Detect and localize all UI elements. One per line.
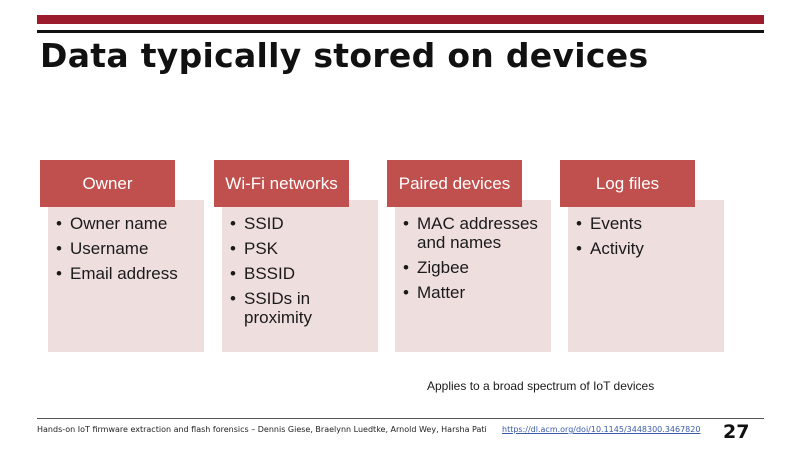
category-body: SSID PSK BSSID SSIDs in proximity <box>222 200 378 352</box>
category-body: MAC addresses and names Zigbee Matter <box>395 200 551 352</box>
list-item: Username <box>56 239 196 258</box>
list-item: SSIDs in proximity <box>230 289 370 327</box>
applicability-note: Applies to a broad spectrum of IoT devic… <box>427 379 655 393</box>
list-item: Owner name <box>56 214 196 233</box>
footer-rule <box>37 418 764 419</box>
title-rule <box>37 30 764 33</box>
category-header: Log files <box>560 160 695 207</box>
list-item: Email address <box>56 264 196 283</box>
category-header: Wi-Fi networks <box>214 160 349 207</box>
slide-title: Data typically stored on devices <box>40 36 649 75</box>
item-list: Owner name Username Email address <box>56 214 196 283</box>
item-list: SSID PSK BSSID SSIDs in proximity <box>230 214 370 327</box>
list-item: PSK <box>230 239 370 258</box>
list-item: MAC addresses and names <box>403 214 543 252</box>
footer-text: Hands-on IoT firmware extraction and fla… <box>37 425 487 434</box>
list-item: Matter <box>403 283 543 302</box>
category-body: Owner name Username Email address <box>48 200 204 352</box>
category-header: Paired devices <box>387 160 522 207</box>
list-item: SSID <box>230 214 370 233</box>
page-number: 27 <box>723 421 750 443</box>
doi-link[interactable]: https://dl.acm.org/doi/10.1145/3448300.3… <box>502 425 701 434</box>
list-item: Zigbee <box>403 258 543 277</box>
item-list: MAC addresses and names Zigbee Matter <box>403 214 543 302</box>
list-item: Activity <box>576 239 716 258</box>
accent-bar <box>37 15 764 24</box>
list-item: BSSID <box>230 264 370 283</box>
list-item: Events <box>576 214 716 233</box>
category-header: Owner <box>40 160 175 207</box>
category-body: Events Activity <box>568 200 724 352</box>
item-list: Events Activity <box>576 214 716 258</box>
